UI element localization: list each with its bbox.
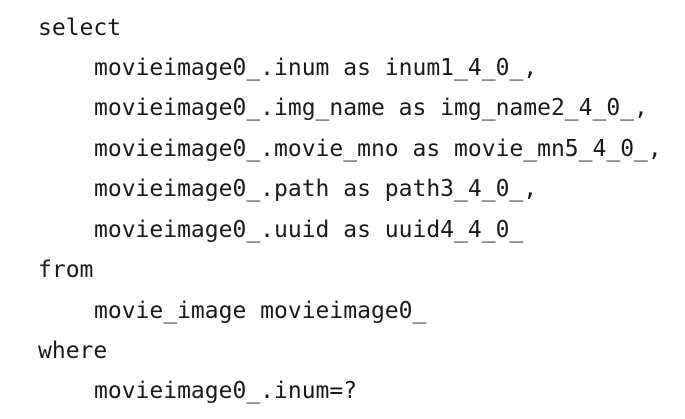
sql-where-condition: movieimage0_.inum=? <box>94 378 358 404</box>
sql-table-reference: movie_image movieimage0_ <box>94 298 427 324</box>
sql-keyword-from: from <box>38 257 94 283</box>
sql-column-img-name: movieimage0_.img_name as img_name2_4_0_, <box>94 95 648 121</box>
sql-column-uuid: movieimage0_.uuid as uuid4_4_0_ <box>94 217 524 243</box>
sql-column-inum: movieimage0_.inum as inum1_4_0_, <box>94 55 538 81</box>
sql-column-movie-mno: movieimage0_.movie_mno as movie_mn5_4_0_… <box>94 136 662 162</box>
sql-keyword-where: where <box>38 338 108 364</box>
sql-keyword-select: select <box>38 15 122 41</box>
sql-column-path: movieimage0_.path as path3_4_0_, <box>94 176 538 202</box>
